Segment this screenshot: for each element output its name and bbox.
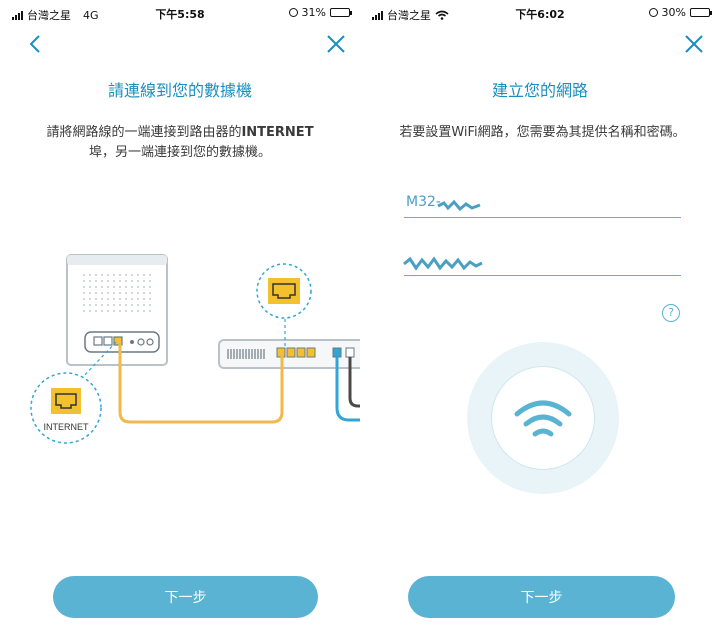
modem-device	[218, 339, 360, 369]
carrier-name: 台灣之星	[27, 9, 71, 22]
redacted-scribble	[437, 200, 481, 212]
wifi-icon	[514, 400, 572, 437]
network-type: 4G	[83, 8, 99, 22]
signal-icon	[372, 10, 383, 20]
ethernet-cable	[118, 342, 284, 424]
router-device	[66, 254, 168, 366]
status-bar: 台灣之星 4G 下午5:58 31%	[0, 0, 360, 26]
ethernet-port-icon	[268, 278, 300, 304]
cable-diagram: INTERNET	[30, 254, 360, 444]
internet-port-name: INTERNET	[241, 125, 314, 140]
close-icon	[327, 35, 345, 53]
signal-icon	[12, 10, 23, 20]
network-name-value: M32-	[406, 194, 441, 210]
connect-modem-screen: 台灣之星 4G 下午5:58 31% 請連線到您的數據機 請將網路線的一端連接到…	[0, 0, 360, 618]
next-button[interactable]: 下一步	[408, 576, 675, 618]
close-button[interactable]	[324, 32, 348, 56]
chevron-left-icon	[29, 35, 40, 53]
close-icon	[685, 35, 703, 53]
help-icon[interactable]: ?	[662, 304, 680, 322]
page-title: 建立您的網路	[491, 81, 588, 100]
battery-icon	[690, 8, 712, 17]
blue-cable	[335, 357, 360, 422]
instruction-text: 若要設置WiFi網路，您需要為其提供名稱和密碼。	[399, 125, 686, 140]
clock: 下午5:58	[155, 8, 205, 21]
redacted-scribble	[403, 256, 483, 271]
status-bar: 台灣之星 下午6:02 30%	[360, 0, 720, 26]
close-button[interactable]	[682, 32, 706, 56]
network-name-input[interactable]: M32-	[404, 188, 681, 218]
carrier-name: 台灣之星	[387, 9, 431, 22]
orientation-lock-icon	[648, 8, 658, 17]
next-button[interactable]: 下一步	[53, 576, 318, 618]
page-title: 請連線到您的數據機	[107, 81, 252, 100]
battery-percent: 30%	[661, 6, 686, 19]
clock: 下午6:02	[515, 8, 565, 21]
battery-percent: 31%	[301, 6, 326, 19]
password-input[interactable]	[404, 246, 681, 276]
gray-cable	[348, 357, 360, 408]
battery-icon	[330, 8, 352, 17]
ethernet-port-icon	[51, 388, 81, 414]
instruction-text: 請將網路線的一端連接到路由器的INTERNET 埠，另一端連接到您的數據機。	[46, 125, 314, 160]
internet-label: INTERNET	[44, 422, 90, 432]
orientation-lock-icon	[288, 8, 298, 17]
create-network-screen: 台灣之星 下午6:02 30% 建立您的網路 若要設置WiFi網路，您需要為其提…	[360, 0, 720, 630]
wifi-status-icon	[435, 10, 449, 20]
back-button[interactable]	[24, 32, 48, 56]
